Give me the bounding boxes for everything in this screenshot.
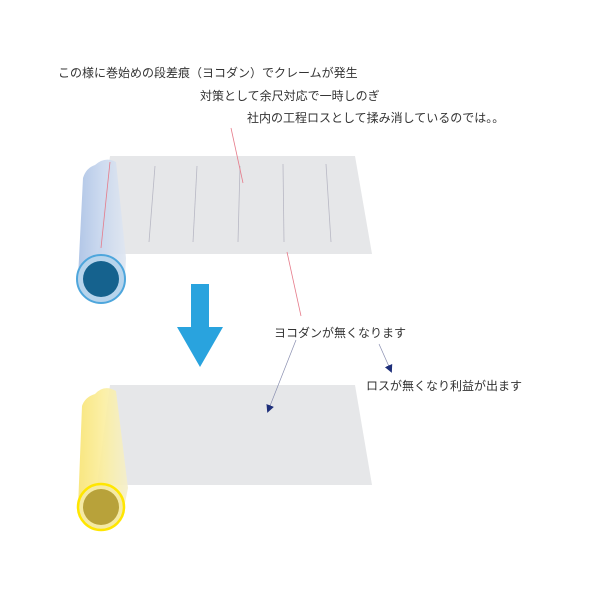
blue-roll-core (83, 261, 119, 297)
roll-edge-mark (100, 161, 111, 249)
yellow-roll-body (78, 388, 128, 508)
leader-line-1 (230, 127, 244, 184)
blue-roll-body (78, 159, 126, 278)
label-profit: ロスが無くなり利益が出ます (366, 379, 523, 393)
top-roll-group (76, 127, 372, 317)
label-no-step: ヨコダンが無くなります (274, 326, 407, 340)
bottom-sheet (97, 385, 372, 485)
pointer-arrow-icon (378, 343, 393, 373)
down-arrow-icon (177, 284, 223, 367)
annotation-line-3: 社内の工程ロスとして揉み消しているのでは。。 (247, 111, 505, 125)
step-marks (148, 163, 332, 243)
annotation-line-2: 対策として余尺対応で一時しのぎ (200, 89, 380, 103)
leader-line-2 (286, 251, 302, 317)
yellow-roll-core (83, 489, 119, 525)
annotation-line-1: この様に巻始めの段差痕（ヨコダン）でクレームが発生 (58, 66, 358, 80)
bottom-roll-group (76, 385, 372, 532)
top-sheet (98, 156, 372, 254)
pointer-arrow-icon (266, 339, 297, 413)
